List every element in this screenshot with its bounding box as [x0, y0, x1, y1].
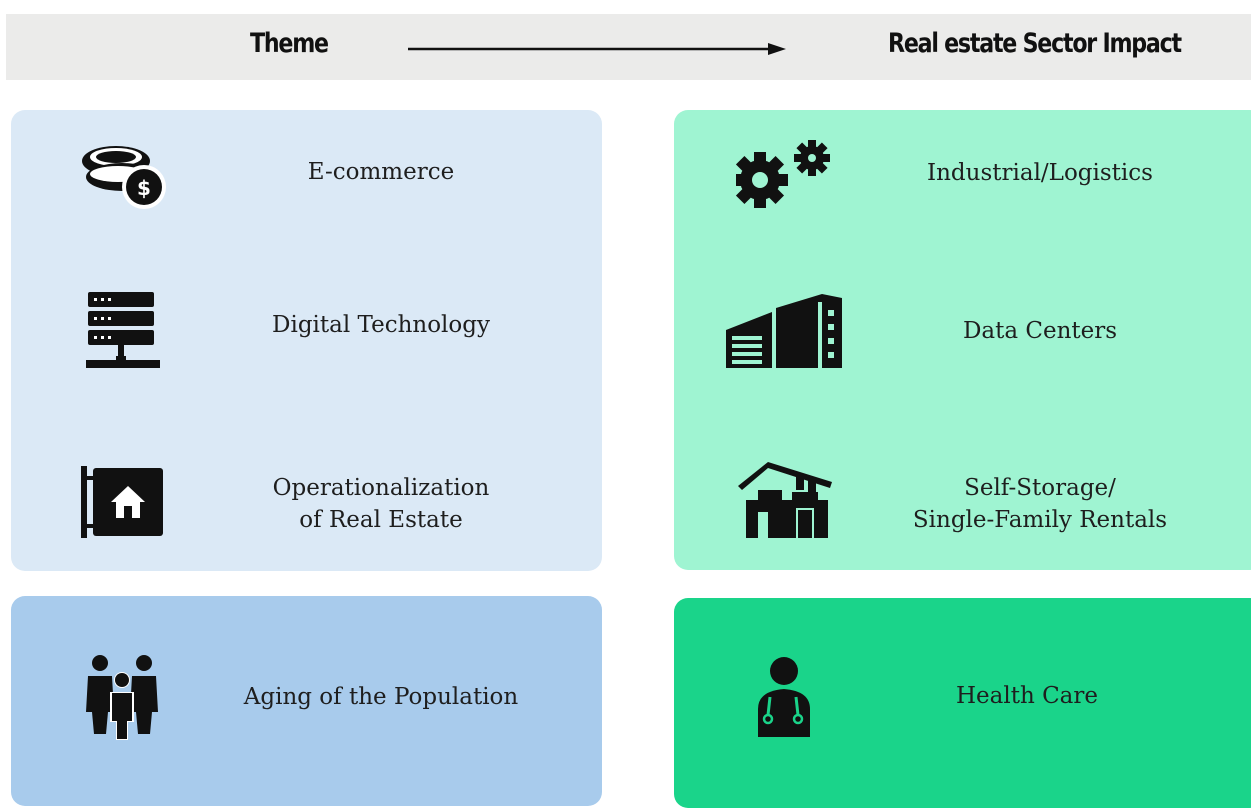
impact-health-label: Health Care: [955, 683, 1099, 709]
impact-datacenters-label: Data Centers: [962, 318, 1118, 344]
doctor-stethoscope-icon: [756, 657, 816, 739]
theme-header-title: Theme: [250, 28, 329, 59]
theme-operational-label-line2: of Real Estate: [299, 507, 463, 533]
coins-dollar-icon: $: [78, 137, 168, 209]
impact-industrial-label: Industrial/Logistics: [927, 160, 1153, 186]
theme-aging-label: Aging of the Population: [243, 684, 519, 710]
header-band: [6, 14, 1251, 80]
theme-digital-label: Digital Technology: [272, 312, 490, 338]
family-people-icon: [86, 654, 158, 740]
storage-house-icon: [738, 460, 834, 540]
office-building-icon: [726, 294, 844, 368]
theme-operational-label-line1: Operationalization: [272, 475, 490, 501]
svg-text:$: $: [137, 176, 151, 200]
impact-storage-label-line1: Self-Storage/: [964, 475, 1116, 501]
server-rack-icon: [86, 292, 162, 372]
gears-icon: [736, 140, 832, 210]
impact-header-title: Real estate Sector Impact: [888, 28, 1182, 59]
theme-ecommerce-label: E-commerce: [307, 159, 455, 185]
right-arrow-icon: [408, 37, 786, 61]
impact-storage-label-line2: Single-Family Rentals: [912, 507, 1168, 533]
house-sign-icon: [81, 466, 163, 538]
